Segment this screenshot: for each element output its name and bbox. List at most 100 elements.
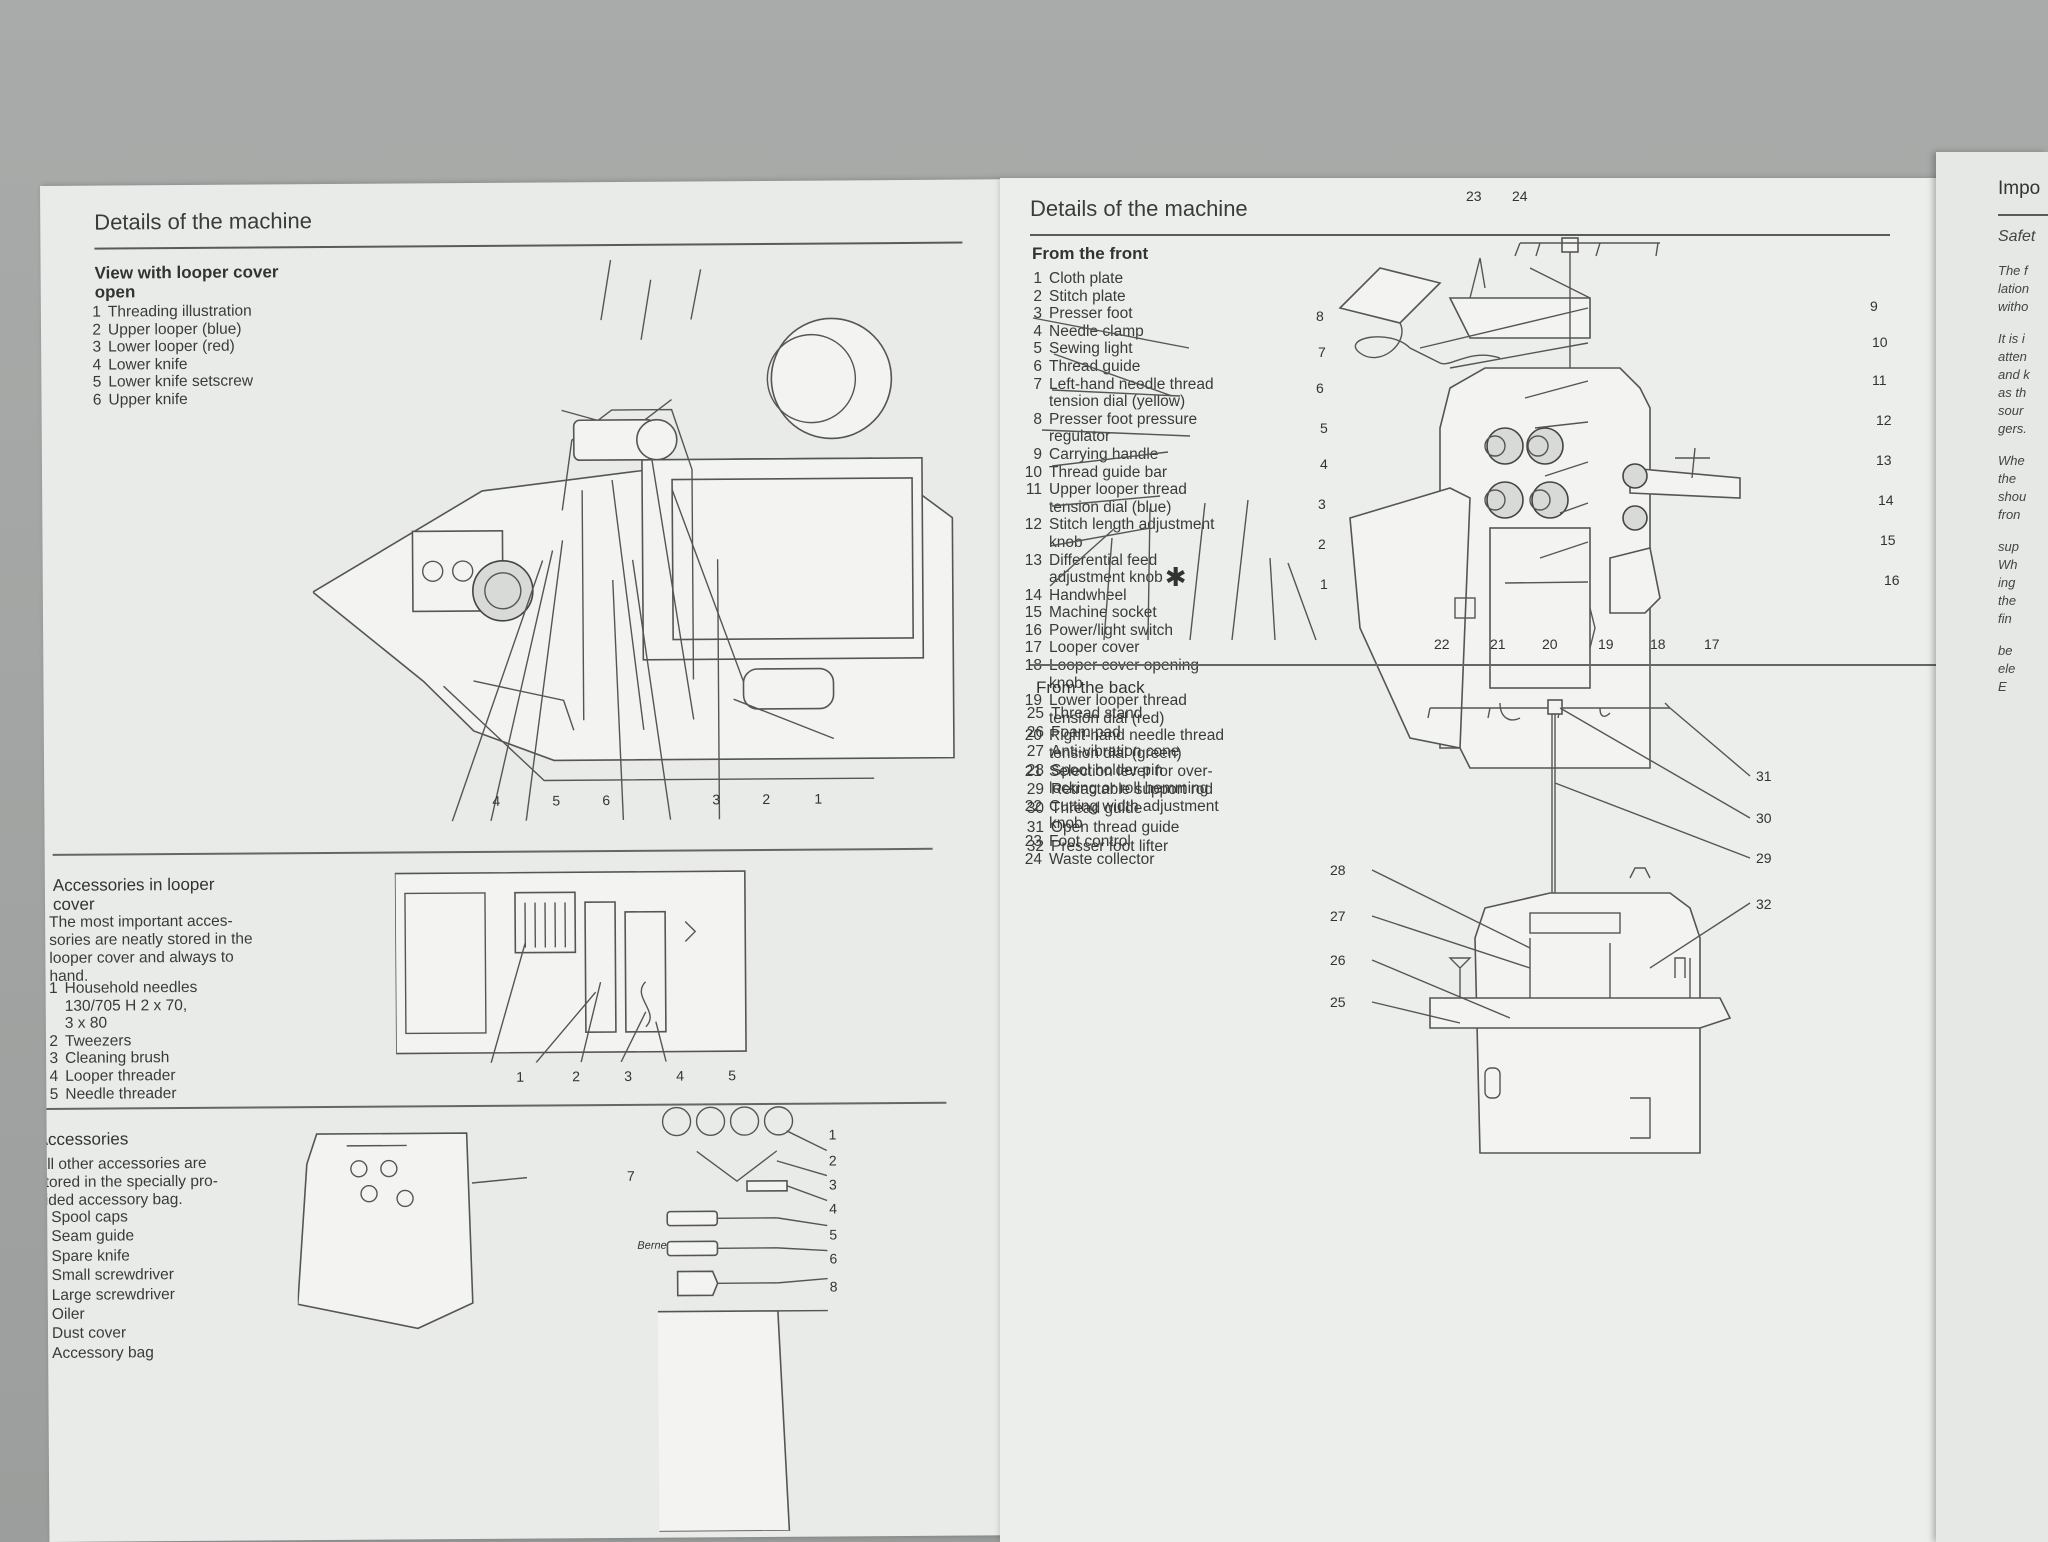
- list-item-label: Sewing light: [1049, 340, 1133, 358]
- list-item-label: Foot control: [1049, 833, 1131, 850]
- list-item-number: 8: [1033, 410, 1042, 428]
- list-item: 3Spare knife: [40, 1246, 175, 1266]
- accessories-intro: All other accessories are stored in the …: [40, 1154, 218, 1210]
- front-callout-8: 8: [1316, 308, 1324, 324]
- list-item-number: 10: [1024, 463, 1042, 481]
- back-callout-26: 26: [1330, 952, 1346, 968]
- list-item-number: 9: [1033, 445, 1042, 463]
- list-item-label: Stitch length adjustment knob: [1049, 516, 1215, 551]
- back-figure: [1090, 678, 1940, 1542]
- list-item-number: 17: [1024, 639, 1042, 657]
- list-item-number: 1: [1033, 270, 1042, 287]
- list-item-number: 4: [92, 356, 102, 374]
- list-item: 4Small screwdriver: [40, 1265, 175, 1285]
- list-item-label: Machine socket: [1049, 604, 1157, 622]
- next-page-fragment: ele: [1998, 661, 2016, 676]
- list-item: 8Accessory bag: [40, 1343, 175, 1363]
- next-page-fragment: sup: [1998, 539, 2019, 554]
- callout-3: 3: [712, 791, 721, 808]
- front-callout-1: 1: [1320, 576, 1328, 592]
- next-page-fragment: sour: [1998, 403, 2024, 418]
- list-item-label: Lower looper thread tension dial (red): [1049, 692, 1187, 727]
- callout-6: 6: [602, 792, 611, 809]
- list-item-number: 12: [1024, 516, 1042, 534]
- list-item-label: Thread guide: [1051, 800, 1143, 817]
- list-item-number: 28: [1026, 762, 1044, 779]
- front-callout-4: 4: [1320, 456, 1328, 472]
- list-item-label: Upper looper thread tension dial (blue): [1049, 481, 1187, 516]
- list-item-number: 16: [1024, 621, 1042, 639]
- list-item-label: Retractable support rod: [1051, 781, 1213, 798]
- next-page-fragment: The f: [1998, 263, 2028, 278]
- dust-cover-figure: [296, 1122, 558, 1334]
- list-item-number: 5: [1033, 340, 1042, 358]
- front-callout-14: 14: [1878, 492, 1894, 508]
- list-item-label: Looper cover opening knob: [1049, 657, 1199, 692]
- acc-callout-2: 2: [828, 1152, 837, 1169]
- next-page-fragment: be: [1998, 643, 2013, 658]
- list-item-label: Selection lever for over- locking or rol…: [1049, 762, 1213, 798]
- cover-callout-1: 1: [516, 1068, 525, 1085]
- front-callout-19: 19: [1598, 636, 1614, 652]
- next-page-rule: [1998, 214, 2048, 216]
- list-item-number: 13: [1024, 551, 1042, 569]
- next-page-fragment: and k: [1998, 367, 2030, 382]
- accessories-list: 1Spool caps2Seam guide3Spare knife4Small…: [40, 1207, 175, 1363]
- list-item-label: Accessory bag: [52, 1344, 154, 1362]
- acc-callout-7: 7: [626, 1167, 635, 1184]
- list-item-label: Spare knife: [51, 1247, 130, 1265]
- list-item-label: Carrying handle: [1049, 445, 1159, 463]
- list-item-number: 32: [1026, 838, 1044, 855]
- accessories-cover-heading: Accessories in looper cover: [52, 874, 215, 914]
- acc-callout-1: 1: [828, 1126, 837, 1143]
- front-callout-18: 18: [1650, 636, 1666, 652]
- list-item-label: Presser foot pressure regulator: [1049, 410, 1198, 446]
- list-item: 2Seam guide: [40, 1226, 175, 1246]
- list-item-label: Tweezers: [64, 1032, 132, 1050]
- next-page-fragment: lation: [1998, 281, 2030, 296]
- list-item-label: Cloth plate: [1049, 270, 1124, 287]
- back-callout-31: 31: [1756, 768, 1772, 784]
- list-item-number: 21: [1024, 762, 1042, 780]
- acc-callout-6: 6: [829, 1250, 838, 1267]
- list-item-number: 30: [1026, 800, 1044, 817]
- right-page-title: Details of the machine: [1030, 196, 1248, 221]
- list-item-label: Needle clamp: [1049, 322, 1144, 340]
- list-item-label: Lower knife setscrew: [108, 372, 254, 391]
- list-item-label: Seam guide: [51, 1227, 135, 1246]
- list-item-number: 15: [1024, 604, 1042, 622]
- front-callout-23: 23: [1466, 188, 1482, 204]
- page-title: Details of the machine: [94, 208, 313, 235]
- list-item-number: 6: [92, 391, 102, 409]
- list-item-label: Thread guide bar: [1049, 463, 1168, 481]
- next-page-fragment: Whe: [1998, 453, 2025, 468]
- front-callout-11: 11: [1872, 372, 1887, 388]
- list-item: 8 Presser foot pressure regulator: [1020, 411, 1224, 446]
- front-callout-20: 20: [1542, 636, 1558, 652]
- callout-2: 2: [762, 790, 771, 807]
- list-item-number: 31: [1026, 819, 1044, 836]
- acc-callout-3: 3: [828, 1176, 837, 1193]
- acc-callout-4: 4: [829, 1200, 838, 1217]
- list-item-label: Thread guide: [1049, 357, 1141, 375]
- list-item-number: 27: [1026, 743, 1044, 760]
- right-section-rule: [1030, 664, 1936, 666]
- list-item: 21 Selection lever for over- locking or r…: [1020, 763, 1224, 798]
- front-callout-15: 15: [1880, 532, 1896, 548]
- list-item: 5 Sewing light: [1020, 340, 1224, 358]
